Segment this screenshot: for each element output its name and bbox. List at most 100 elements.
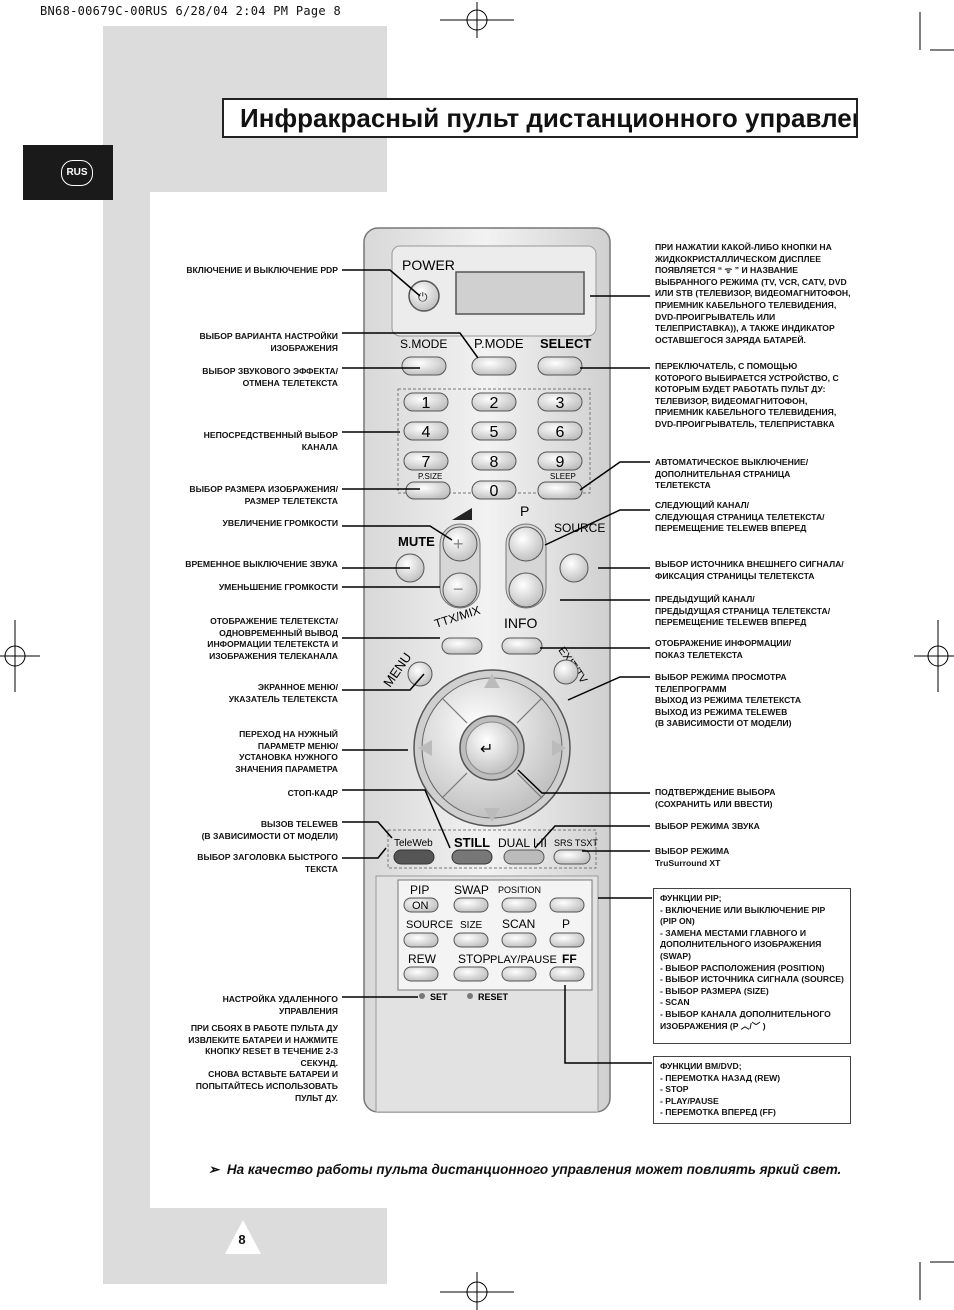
label-menu: ЭКРАННОЕ МЕНЮ/ УКАЗАТЕЛЬ ТЕЛЕТЕКСТА [228, 682, 338, 704]
smode-button [401, 356, 447, 376]
volume-down-button [442, 572, 478, 608]
size-button [453, 932, 489, 948]
arrow-down-icon [484, 808, 500, 822]
digit-9: 9 [556, 454, 565, 471]
label-volume-up: УВЕЛИЧЕНИЕ ГРОМКОСТИ [222, 518, 338, 528]
label-power: ВКЛЮЧЕНИЕ И ВЫКЛЮЧЕНИЕ PDP [186, 265, 338, 275]
mute-label: MUTE [398, 534, 435, 549]
language-badge: RUS [61, 160, 93, 186]
still-label: STILL [454, 835, 490, 850]
label-navigation: ПЕРЕХОД НА НУЖНЫЙ ПАРАМЕТР МЕНЮ/ УСТАНОВ… [235, 729, 338, 774]
pip-ch-down-button [549, 932, 585, 948]
rew-button [403, 966, 439, 982]
psize-label: P.SIZE [418, 472, 442, 481]
pip-source-label: SOURCE [406, 919, 453, 931]
digit-6: 6 [556, 424, 565, 441]
ttxmix-button [441, 637, 483, 655]
info-label: INFO [504, 615, 538, 631]
svg-text:−: − [453, 579, 464, 599]
label-info: ОТОБРАЖЕНИЕ ИНФОРМАЦИИ/ ПОКАЗ ТЕЛЕТЕКСТА [655, 638, 792, 660]
digit-0: 0 [490, 483, 499, 500]
dvd-functions-box: ФУНКЦИИ ВМ/DVD; - ПЕРЕМОТКА НАЗАД (REW) … [653, 1056, 851, 1124]
swap-label: SWAP [454, 883, 489, 897]
reset-button [467, 993, 473, 999]
channel-up-button [508, 526, 544, 562]
digit-3: 3 [556, 395, 565, 412]
stop-button [453, 966, 489, 982]
label-exittv: ВЫБОР РЕЖИМА ПРОСМОТРА ТЕЛЕПРОГРАММ ВЫХО… [655, 672, 802, 729]
pip-p-label: P [562, 917, 570, 931]
rew-label: REW [408, 952, 437, 966]
label-select: ПЕРЕКЛЮЧАТЕЛЬ, С ПОМОЩЬЮ КОТОРОГО ВЫБИРА… [655, 361, 839, 429]
source-button [559, 553, 589, 583]
volume-wedge [452, 508, 472, 520]
gray-band-left [103, 192, 150, 1208]
label-channel-down: ПРЕДЫДУЩИЙ КАНАЛ/ ПРЕДЫДУЩАЯ СТРАНИЦА ТЕ… [655, 594, 831, 628]
label-source: ВЫБОР ИСТОЧНИКА ВНЕШНЕГО СИГНАЛА/ ФИКСАЦ… [655, 559, 844, 581]
note-text: ➢ На качество работы пульта дистанционно… [208, 1162, 841, 1178]
scan-button [501, 932, 537, 948]
dual-label: DUAL I-II [498, 836, 547, 850]
pmode-button [471, 356, 517, 376]
label-still: СТОП-КАДР [287, 788, 338, 798]
page-number-badge [225, 1220, 261, 1254]
dual-button [503, 849, 545, 865]
label-smode: ВЫБОР ЗВУКОВОГО ЭФФЕКТА/ ОТМЕНА ТЕЛЕТЕКС… [202, 366, 338, 388]
pip-functions-box: ФУНКЦИИ PIP; - ВКЛЮЧЕНИЕ ИЛИ ВЫКЛЮЧЕНИЕ … [653, 888, 851, 1044]
digit-5: 5 [490, 424, 499, 441]
label-ttxmix: ОТОБРАЖЕНИЕ ТЕЛЕТЕКСТА/ ОДНОВРЕМЕННЫЙ ВЫ… [207, 616, 338, 661]
pip-on-label: ON [412, 900, 429, 912]
stop-label: STOP [458, 952, 490, 966]
swap-button [453, 897, 489, 913]
srs-button [553, 849, 591, 865]
label-sleep: АВТОМАТИЧЕСКОЕ ВЫКЛЮЧЕНИЕ/ ДОПОЛНИТЕЛЬНА… [655, 457, 809, 491]
channel-down-button [508, 572, 544, 608]
psize-button [405, 481, 451, 500]
set-button [419, 993, 425, 999]
label-teleweb: ВЫЗОВ TELEWEB (В ЗАВИСИМОСТИ ОТ МОДЕЛИ) [201, 819, 338, 841]
set-label: SET [430, 992, 448, 1002]
digit-8: 8 [490, 454, 499, 471]
select-button [537, 356, 583, 376]
pip-label: PIP [410, 883, 429, 897]
sleep-label: SLEEP [550, 472, 576, 481]
enter-icon: ↵ [480, 741, 493, 758]
arrow-up-icon [484, 674, 500, 688]
pip-ch-up-button [549, 897, 585, 913]
digit-1: 1 [422, 395, 431, 412]
reset-label: RESET [478, 992, 509, 1002]
info-button [501, 637, 543, 655]
label-reset: ПРИ СБОЯХ В РАБОТЕ ПУЛЬТА ДУ ИЗВЛЕКИТЕ Б… [188, 1023, 338, 1103]
ff-label: FF [562, 952, 577, 966]
label-channel-up: СЛЕДУЮЩИЙ КАНАЛ/ СЛЕДУЮЩАЯ СТРАНИЦА ТЕЛЕ… [655, 500, 825, 534]
power-label: POWER [402, 257, 455, 273]
pmode-label: P.MODE [474, 336, 524, 351]
label-mute: ВРЕМЕННОЕ ВЫКЛЮЧЕНИЕ ЗВУКА [185, 559, 338, 569]
label-enter: ПОДТВЕРЖДЕНИЕ ВЫБОРА (СОХРАНИТЬ ИЛИ ВВЕС… [655, 787, 776, 809]
smode-label: S.MODE [400, 337, 447, 351]
svg-text:+: + [453, 534, 464, 554]
label-dual: ВЫБОР РЕЖИМА ЗВУКА [655, 821, 760, 831]
size-label: SIZE [460, 920, 483, 931]
note-content: На качество работы пульта дистанционного… [226, 1162, 842, 1177]
pip-source-button [403, 932, 439, 948]
playpause-label: PLAY/PAUSE [490, 954, 557, 966]
digit-7: 7 [422, 454, 431, 471]
digit-4: 4 [422, 424, 431, 441]
channel-label: P [520, 503, 529, 519]
page-number: 8 [238, 1232, 246, 1247]
page-title: Инфракрасный пульт дистанционного управл… [222, 98, 858, 138]
srs-label: SRS TSXT [554, 838, 598, 848]
ff-button [549, 966, 585, 982]
scan-label: SCAN [502, 917, 535, 931]
teleweb-label: TeleWeb [394, 838, 433, 849]
position-label: POSITION [498, 885, 541, 895]
label-pmode: ВЫБОР ВАРИАНТА НАСТРОЙКИ ИЗОБРАЖЕНИЯ [199, 331, 338, 353]
volume-up-button [442, 526, 478, 562]
label-digits: НЕПОСРЕДСТВЕННЫЙ ВЫБОР КАНАЛА [203, 430, 338, 452]
label-volume-down: УМЕНЬШЕНИЕ ГРОМКОСТИ [218, 582, 338, 592]
label-lcd: ПРИ НАЖАТИИ КАКОЙ-ЛИБО КНОПКИ НА ЖИДКОКР… [655, 242, 851, 345]
lcd-display [455, 271, 585, 315]
